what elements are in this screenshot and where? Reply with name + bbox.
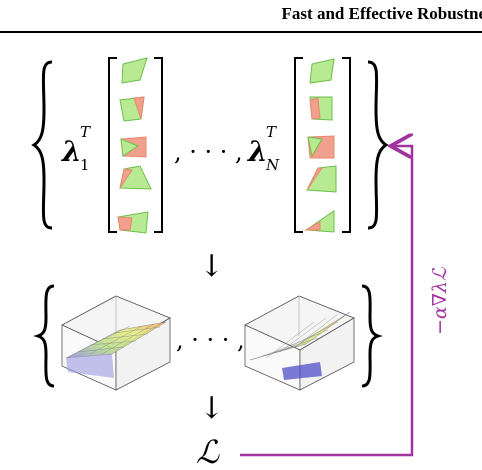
shape-1-5b: [117, 216, 133, 231]
lambda-n-superscript: T: [266, 123, 277, 141]
right-outer-curly-brace: [367, 60, 389, 230]
lambda-1-symbol: λ: [61, 135, 82, 168]
surface-plot-1: [61, 295, 171, 391]
shape-n-3b: [307, 136, 323, 158]
feedback-arrow: [240, 146, 414, 457]
shape-n-2b: [309, 97, 321, 120]
running-title: Fast and Effective Robustne: [281, 4, 482, 23]
lambda-n-symbol: λ: [247, 135, 268, 168]
page-header: Fast and Effective Robustne: [0, 0, 482, 34]
shape-n-4a: [306, 165, 337, 193]
gradient-update-label: −α∇λℒ: [429, 266, 451, 335]
down-arrow-2: ↓: [199, 391, 224, 426]
down-arrow-1: ↓: [199, 249, 224, 284]
matrix-n-shapes: [304, 58, 337, 233]
header-rule: [0, 31, 482, 33]
lambda-1-superscript: T: [80, 123, 91, 141]
lambda-1-subscript: 1: [80, 156, 90, 174]
shape-n-1: [309, 58, 335, 84]
top-row-separator: , · · · ,: [174, 138, 243, 166]
shape-n-4b: [306, 167, 323, 191]
middle-row-separator: , · · · ,: [176, 326, 245, 354]
shape-1-2b: [133, 96, 145, 120]
shape-1-4b: [119, 168, 133, 189]
matrix-n-right-bracket: [342, 57, 351, 233]
matrix-1-shapes: [117, 57, 152, 234]
lambda-n-subscript: N: [265, 156, 280, 174]
right-middle-curly-brace: [361, 284, 383, 388]
left-middle-curly-brace: [33, 284, 55, 388]
loss-symbol: ℒ: [196, 433, 220, 470]
shape-1-3b: [120, 138, 140, 157]
matrix-1-left-bracket: [108, 57, 117, 233]
left-outer-curly-brace: [31, 60, 53, 230]
matrix-1-right-bracket: [154, 57, 163, 233]
shape-n-5b: [304, 221, 321, 231]
shape-1-1: [121, 57, 148, 84]
surface-plot-n: [244, 295, 355, 391]
matrix-n-left-bracket: [294, 57, 303, 233]
